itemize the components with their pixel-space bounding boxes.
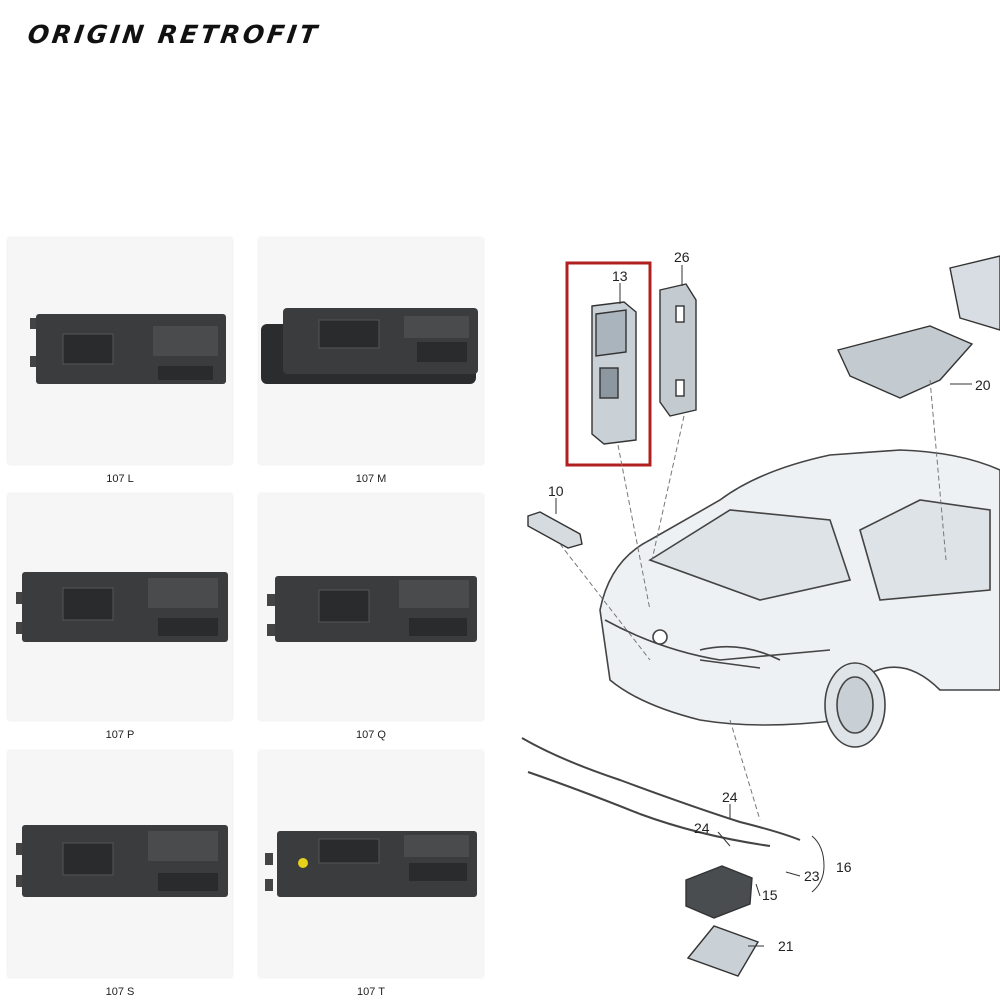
- module-label-3: 107 P: [105, 729, 135, 741]
- leader-lines: [559, 379, 947, 821]
- callout-20: 20: [975, 377, 991, 393]
- module-label-1: 107 L: [106, 473, 134, 485]
- part-20-tray: [837, 255, 1000, 399]
- callout-24-lower: 24: [694, 820, 710, 836]
- module-photo-1[interactable]: [8, 238, 232, 464]
- module-label-5: 107 S: [105, 986, 135, 998]
- part-24-cables: [521, 737, 801, 847]
- callout-10: 10: [548, 483, 564, 499]
- callout-13: 13: [612, 268, 628, 284]
- control-module-image: [267, 576, 477, 642]
- part-26-bracket: [659, 283, 697, 417]
- callout-24-upper: 24: [722, 789, 738, 805]
- part-10-plug: [527, 511, 583, 549]
- callout-leaders: [555, 265, 972, 947]
- module-label-4: 107 Q: [356, 729, 386, 741]
- highlight-box-13: [565, 261, 652, 467]
- callout-15: 15: [762, 887, 778, 903]
- callout-26: 26: [674, 249, 690, 265]
- part-21-cover: [686, 925, 760, 977]
- control-module-image: [265, 831, 477, 897]
- part-15-module: [685, 865, 753, 919]
- module-photo-6[interactable]: [259, 751, 483, 977]
- part-13-control-unit: [591, 301, 637, 445]
- control-module-image: [16, 572, 228, 642]
- module-photo-3[interactable]: [8, 494, 232, 720]
- callout-23: 23: [804, 868, 820, 884]
- callout-21: 21: [778, 938, 794, 954]
- control-module-image: [16, 825, 228, 897]
- module-label-6: 107 T: [357, 986, 385, 998]
- module-photo-5[interactable]: [8, 751, 232, 977]
- module-photo-4[interactable]: [259, 494, 483, 720]
- module-photo-2[interactable]: [259, 238, 483, 464]
- control-module-image: [30, 314, 226, 384]
- callout-16: 16: [836, 859, 852, 875]
- module-label-2: 107 M: [355, 473, 387, 485]
- control-module-image: [261, 308, 478, 384]
- car-illustration: [599, 449, 1000, 748]
